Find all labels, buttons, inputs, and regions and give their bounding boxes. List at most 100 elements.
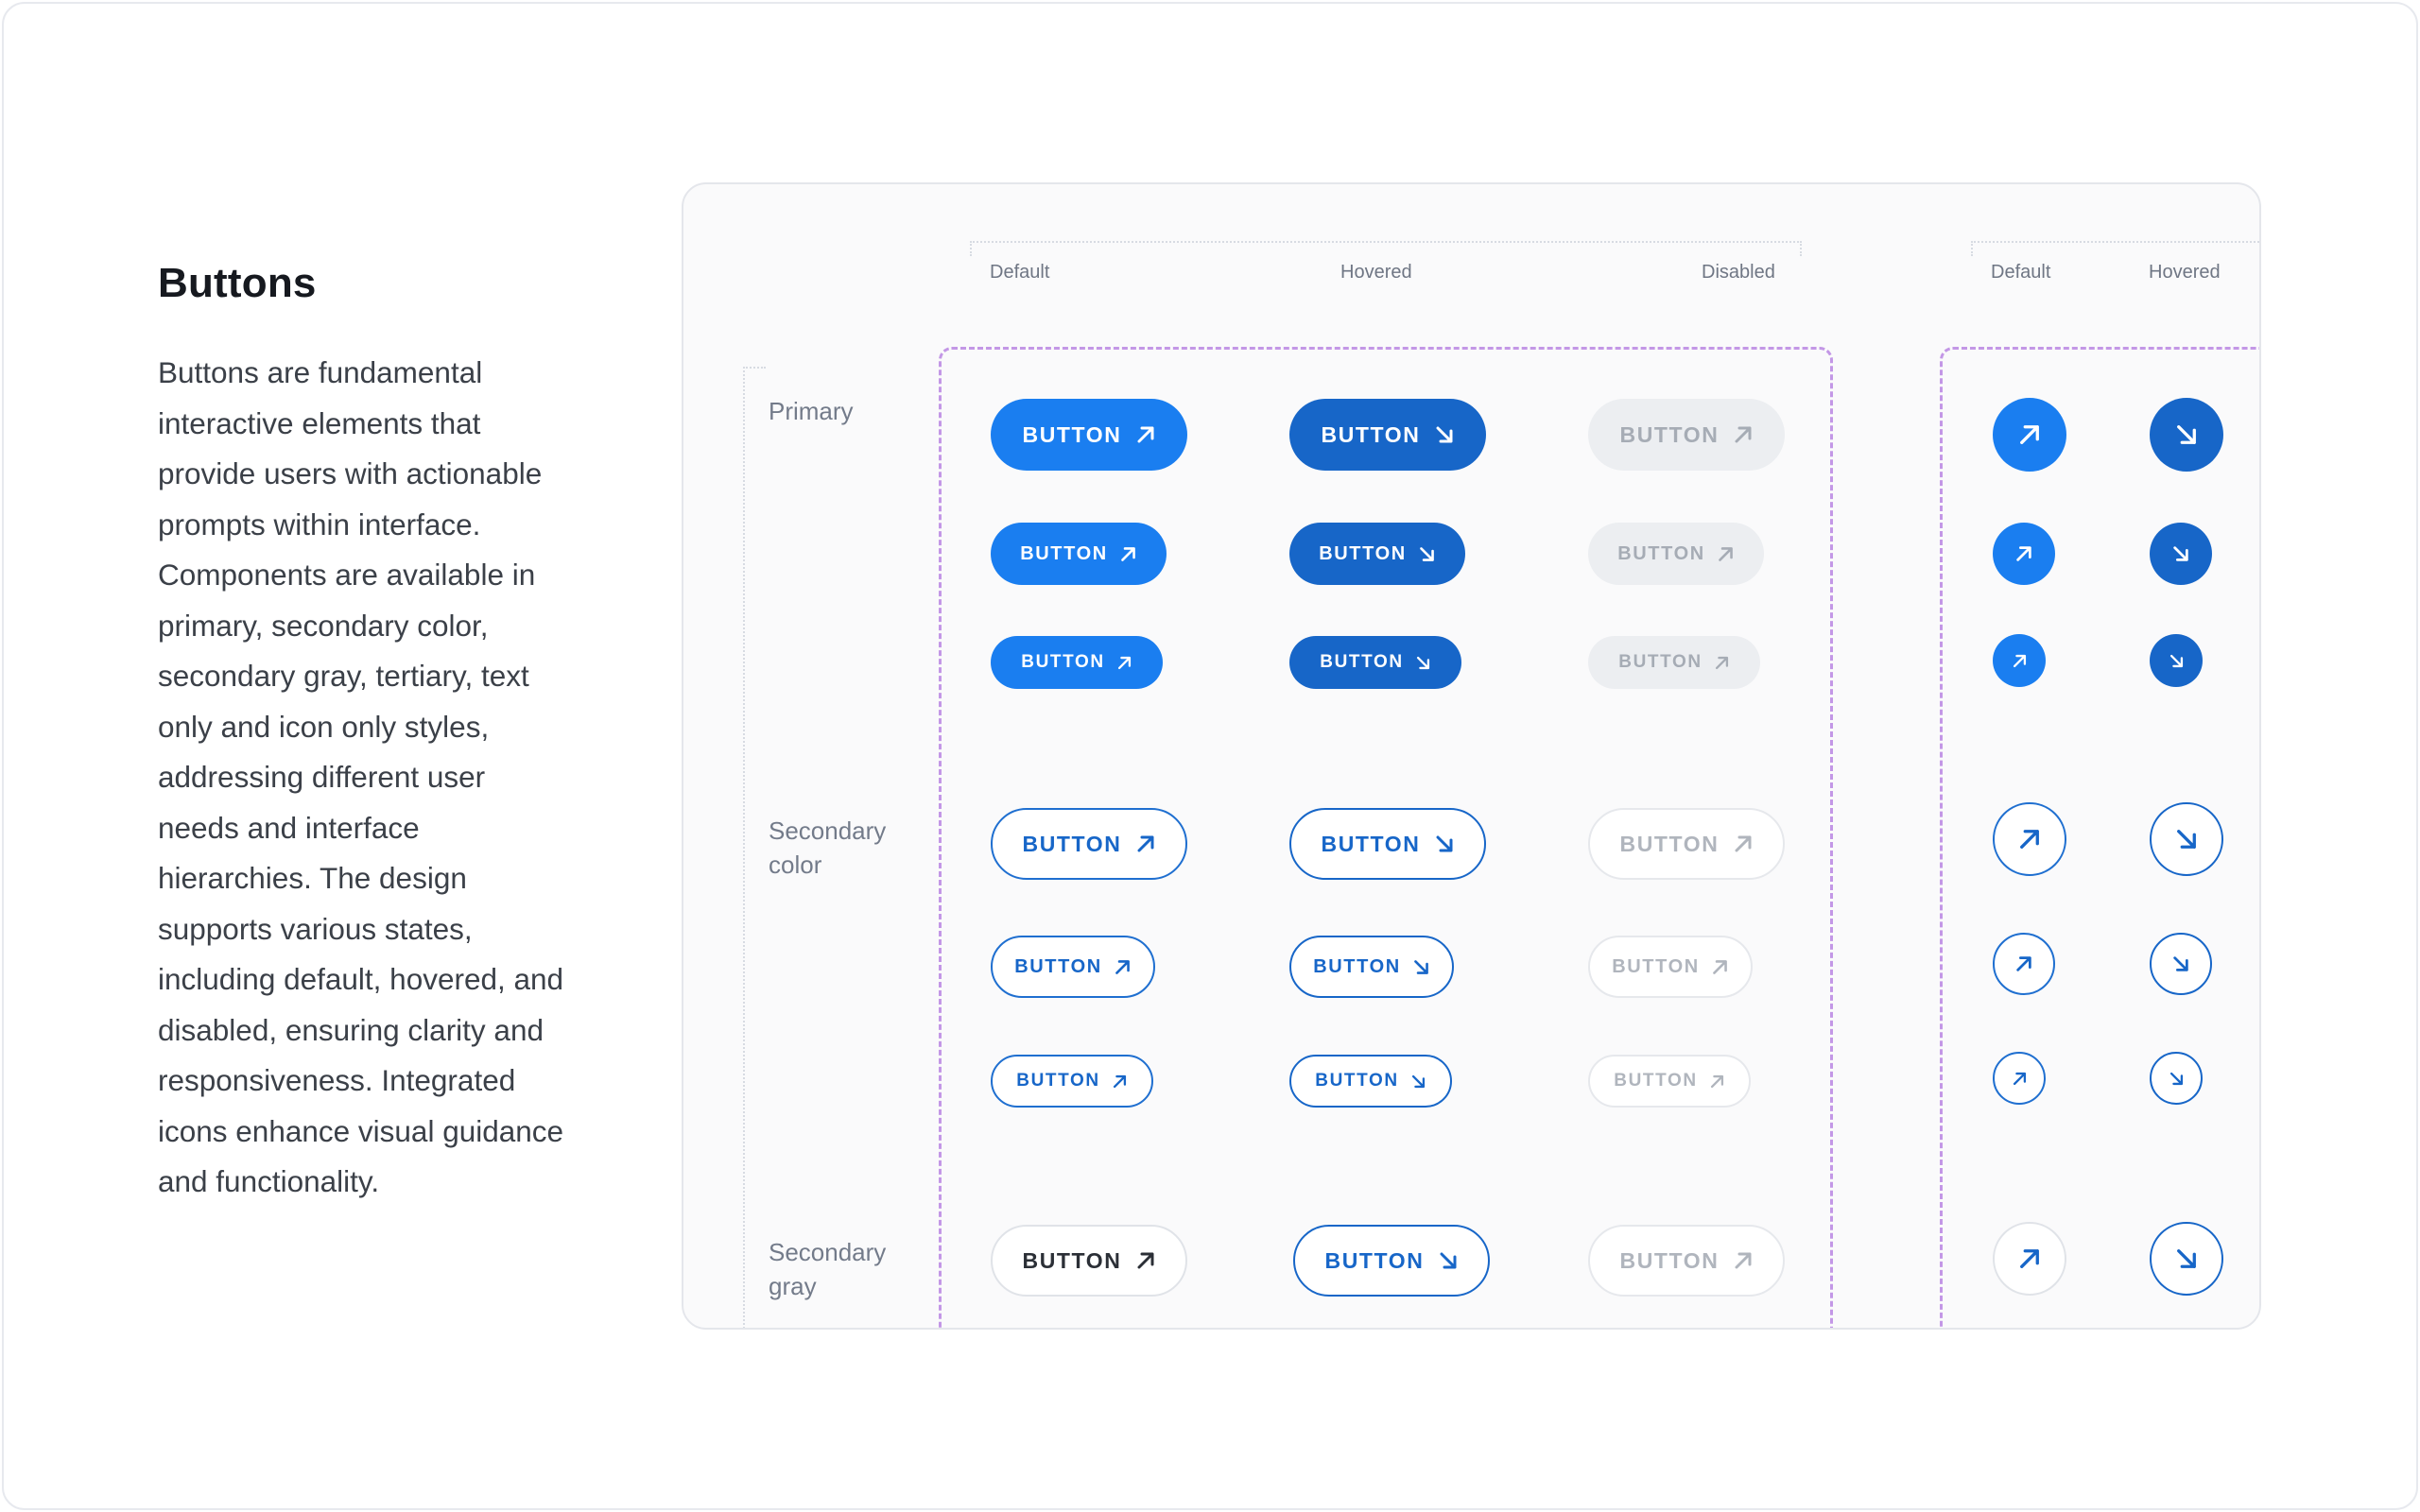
primary-button-medium-hovered[interactable]: BUTTON: [1289, 523, 1465, 585]
button-label: BUTTON: [1014, 955, 1102, 977]
text-buttons-header-bracket: [970, 241, 1802, 256]
primary-icon-button-small-default[interactable]: [1993, 634, 2046, 687]
primary-icon-button-large-default[interactable]: [1993, 398, 2066, 472]
arrow-up-right-icon: [2016, 956, 2031, 971]
arrow-down-right-icon: [2177, 1249, 2196, 1268]
secondary-color-button-large-disabled: BUTTON: [1588, 808, 1785, 880]
row-label-primary: Primary: [769, 397, 854, 425]
primary-button-small-hovered[interactable]: BUTTON: [1289, 636, 1461, 689]
secondary-gray-icon-button-large-hovered[interactable]: [2150, 1222, 2223, 1296]
secondary-color-button-large-default[interactable]: BUTTON: [991, 808, 1187, 880]
arrow-up-right-icon: [1735, 835, 1751, 852]
button-label: BUTTON: [1619, 421, 1720, 447]
arrow-up-right-icon: [2013, 1072, 2026, 1085]
arrow-down-right-icon: [1419, 546, 1434, 561]
secondary-color-button-medium-hovered[interactable]: BUTTON: [1289, 936, 1454, 998]
column-header-hovered: Hovered: [1340, 262, 1412, 283]
row-rail: [743, 367, 745, 1328]
column-header-icon-default: Default: [1991, 262, 2051, 283]
secondary-color-button-small-hovered[interactable]: BUTTON: [1289, 1055, 1452, 1108]
row-label-line: gray: [769, 1272, 817, 1300]
secondary-color-icon-button-small-default[interactable]: [1993, 1052, 2046, 1105]
row-rail-top: [743, 367, 766, 369]
arrow-down-right-icon: [2177, 425, 2196, 444]
primary-button-small-default[interactable]: BUTTON: [991, 636, 1163, 689]
button-label: BUTTON: [1320, 652, 1404, 672]
button-label: BUTTON: [1315, 1071, 1399, 1091]
primary-button-large-hovered[interactable]: BUTTON: [1289, 399, 1486, 471]
secondary-color-button-small-default[interactable]: BUTTON: [991, 1055, 1153, 1108]
arrow-up-right-icon: [2020, 1249, 2039, 1268]
button-label: BUTTON: [1021, 652, 1105, 672]
row-label-secondary-gray: Secondary gray: [769, 1235, 886, 1303]
button-label: BUTTON: [1324, 1247, 1425, 1273]
intro-description: Buttons are fundamental interactive elem…: [158, 355, 564, 1198]
arrow-up-right-icon: [1120, 546, 1135, 561]
primary-button-medium-disabled: BUTTON: [1588, 523, 1764, 585]
secondary-color-icon-button-large-default[interactable]: [1993, 802, 2066, 876]
secondary-color-icon-button-small-hovered[interactable]: [2150, 1052, 2203, 1105]
secondary-color-icon-button-large-hovered[interactable]: [2150, 802, 2223, 876]
button-label: BUTTON: [1313, 955, 1401, 977]
arrow-up-right-icon: [2020, 830, 2039, 849]
arrow-up-right-icon: [1137, 835, 1153, 852]
arrow-down-right-icon: [1416, 656, 1429, 669]
button-label: BUTTON: [1022, 421, 1122, 447]
row-label-line: Secondary: [769, 816, 887, 845]
arrow-up-right-icon: [1735, 426, 1751, 443]
intro-section: Buttons Buttons are fundamental interact…: [158, 257, 574, 1208]
secondary-gray-button-large-default[interactable]: BUTTON: [991, 1225, 1187, 1297]
button-label: BUTTON: [1618, 652, 1703, 672]
arrow-up-right-icon: [1712, 959, 1727, 974]
secondary-gray-button-large-hovered[interactable]: BUTTON: [1293, 1225, 1490, 1297]
arrow-up-right-icon: [1113, 1074, 1126, 1088]
arrow-up-right-icon: [1710, 1074, 1723, 1088]
secondary-gray-icon-button-large-default[interactable]: [1993, 1222, 2066, 1296]
arrow-down-right-icon: [2169, 654, 2183, 667]
primary-icon-button-medium-default[interactable]: [1993, 523, 2055, 585]
button-label: BUTTON: [1614, 1071, 1698, 1091]
arrow-down-right-icon: [1440, 1252, 1456, 1269]
icon-buttons-group: [1940, 347, 2259, 1328]
button-label: BUTTON: [1619, 1247, 1720, 1273]
arrow-down-right-icon: [1436, 835, 1452, 852]
secondary-color-button-medium-disabled: BUTTON: [1588, 936, 1753, 998]
arrow-down-right-icon: [1436, 426, 1452, 443]
secondary-color-button-small-disabled: BUTTON: [1588, 1055, 1751, 1108]
primary-button-medium-default[interactable]: BUTTON: [991, 523, 1167, 585]
arrow-up-right-icon: [2020, 425, 2039, 444]
primary-icon-button-large-hovered[interactable]: [2150, 398, 2223, 472]
arrow-up-right-icon: [1715, 656, 1728, 669]
secondary-color-button-medium-default[interactable]: BUTTON: [991, 936, 1155, 998]
secondary-color-icon-button-medium-default[interactable]: [1993, 933, 2055, 995]
arrow-up-right-icon: [1735, 1252, 1751, 1269]
button-label: BUTTON: [1321, 831, 1421, 856]
arrow-up-right-icon: [1137, 1252, 1153, 1269]
column-header-disabled: Disabled: [1702, 262, 1775, 283]
arrow-down-right-icon: [2169, 1072, 2183, 1085]
button-label: BUTTON: [1321, 421, 1421, 447]
arrow-up-right-icon: [1115, 959, 1130, 974]
primary-button-large-disabled: BUTTON: [1588, 399, 1785, 471]
button-label: BUTTON: [1016, 1071, 1100, 1091]
buttons-showcase-card: Default Hovered Disabled Default Hovered…: [682, 182, 2261, 1330]
primary-button-small-disabled: BUTTON: [1588, 636, 1760, 689]
secondary-color-button-large-hovered[interactable]: BUTTON: [1289, 808, 1486, 880]
button-label: BUTTON: [1022, 831, 1122, 856]
arrow-up-right-icon: [2016, 546, 2031, 561]
row-label-line: Secondary: [769, 1238, 887, 1266]
arrow-down-right-icon: [1411, 1074, 1425, 1088]
primary-button-large-default[interactable]: BUTTON: [991, 399, 1187, 471]
secondary-color-icon-button-medium-hovered[interactable]: [2150, 933, 2212, 995]
primary-icon-button-small-hovered[interactable]: [2150, 634, 2203, 687]
primary-icon-button-medium-hovered[interactable]: [2150, 523, 2212, 585]
button-label: BUTTON: [1617, 542, 1705, 564]
arrow-up-right-icon: [1117, 656, 1131, 669]
page-title: Buttons: [158, 260, 317, 306]
arrow-down-right-icon: [2173, 546, 2188, 561]
column-header-icon-hovered: Hovered: [2149, 262, 2221, 283]
arrow-down-right-icon: [2177, 830, 2196, 849]
column-header-default: Default: [990, 262, 1050, 283]
arrow-up-right-icon: [1137, 426, 1153, 443]
button-label: BUTTON: [1612, 955, 1700, 977]
